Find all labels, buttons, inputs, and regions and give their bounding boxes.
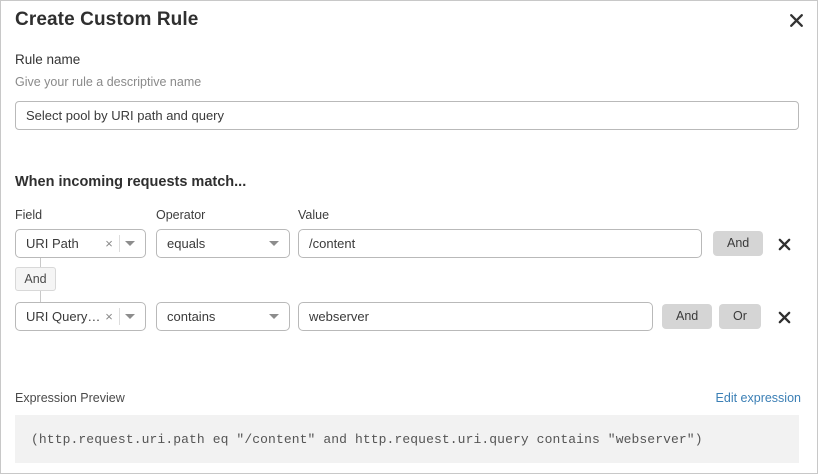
rule-name-input[interactable] <box>15 101 799 130</box>
value-input-row-1[interactable] <box>298 229 702 258</box>
rule-name-help-text: Give your rule a descriptive name <box>15 75 202 89</box>
expression-preview-box: (http.request.uri.path eq "/content" and… <box>15 415 799 463</box>
expression-preview-label: Expression Preview <box>15 391 125 405</box>
condition-connector-and-badge[interactable]: And <box>15 267 56 291</box>
field-clear-icon-row-1[interactable]: × <box>105 236 113 251</box>
expression-preview-code: (http.request.uri.path eq "/content" and… <box>31 431 703 447</box>
field-select-row-1[interactable]: URI Path × <box>15 229 146 258</box>
delete-condition-button-row-2[interactable] <box>773 306 795 328</box>
edit-expression-link[interactable]: Edit expression <box>715 391 801 405</box>
and-button-row-2[interactable]: And <box>662 304 713 329</box>
chevron-down-icon-field-row-1 <box>125 241 135 246</box>
column-header-value: Value <box>298 208 330 222</box>
delete-condition-button-row-1[interactable] <box>773 233 795 255</box>
page-title: Create Custom Rule <box>15 9 199 30</box>
or-button-row-2[interactable]: Or <box>719 304 761 329</box>
match-section-heading: When incoming requests match... <box>15 174 247 190</box>
and-button-row-1[interactable]: And <box>713 231 764 256</box>
field-clear-icon-row-2[interactable]: × <box>105 309 113 324</box>
operator-select-row-2[interactable]: contains <box>156 302 290 331</box>
condition-row: URI Path × equals And <box>1 229 817 258</box>
select-separator <box>119 308 120 325</box>
column-header-operator: Operator <box>156 208 206 222</box>
field-select-value-row-2: URI Query St... <box>26 309 102 324</box>
field-select-value-row-1: URI Path <box>26 236 79 251</box>
operator-select-row-1[interactable]: equals <box>156 229 290 258</box>
operator-select-value-row-2: contains <box>167 309 216 324</box>
select-separator <box>119 235 120 252</box>
field-select-row-2[interactable]: URI Query St... × <box>15 302 146 331</box>
operator-select-value-row-1: equals <box>167 236 206 251</box>
rule-name-label: Rule name <box>15 52 81 67</box>
value-input-row-2[interactable] <box>298 302 653 331</box>
condition-row: URI Query St... × contains And Or <box>1 302 817 331</box>
chevron-down-icon-operator-row-2 <box>269 314 279 319</box>
chevron-down-icon-operator-row-1 <box>269 241 279 246</box>
column-header-field: Field <box>15 208 43 222</box>
chevron-down-icon-field-row-2 <box>125 314 135 319</box>
close-icon[interactable] <box>783 7 809 33</box>
